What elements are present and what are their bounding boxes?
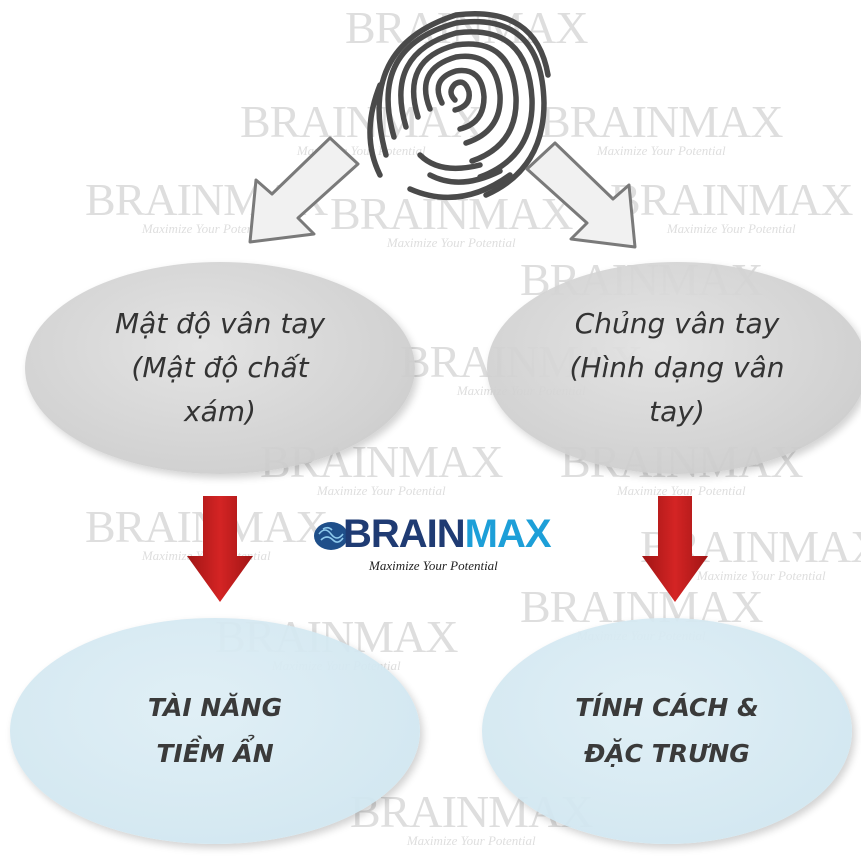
- hidden-talent-node: TÀI NĂNG TIỀM ẨN: [10, 618, 420, 844]
- arrow-down-icon: [187, 496, 253, 602]
- logo-tagline: Maximize Your Potential: [369, 558, 498, 573]
- arrow-down-left-icon: [248, 136, 360, 244]
- fingerprint-pattern-node: Chủng vân tay (Hình dạng vân tay): [487, 262, 861, 474]
- hidden-talent-text: TÀI NĂNG TIỀM ẨN: [147, 693, 283, 768]
- logo-brand: BRAINMAX: [343, 512, 552, 557]
- arrow-down-right-icon: [525, 141, 637, 249]
- arrow-down-icon: [642, 496, 708, 602]
- logo-brand-part2: MAX: [464, 512, 552, 556]
- logo-brand-part1: BRAIN: [343, 512, 466, 556]
- fingerprint-icon: [367, 11, 551, 201]
- brainmax-logo: BRAINMAX Maximize Your Potential: [313, 512, 563, 582]
- watermark-tagline: Maximize Your Potential: [406, 833, 536, 848]
- watermark-tagline: Maximize Your Potential: [316, 483, 446, 498]
- personality-text: TÍNH CÁCH & ĐẶC TRƯNG: [575, 693, 759, 768]
- fingerprint-pattern-text: Chủng vân tay (Hình dạng vân tay): [569, 307, 785, 428]
- brain-icon: [314, 522, 348, 550]
- personality-node: TÍNH CÁCH & ĐẶC TRƯNG: [482, 618, 852, 844]
- fingerprint-density-text: Mật độ vân tay (Mật độ chất xám): [114, 307, 326, 428]
- fingerprint-density-node: Mật độ vân tay (Mật độ chất xám): [25, 262, 415, 474]
